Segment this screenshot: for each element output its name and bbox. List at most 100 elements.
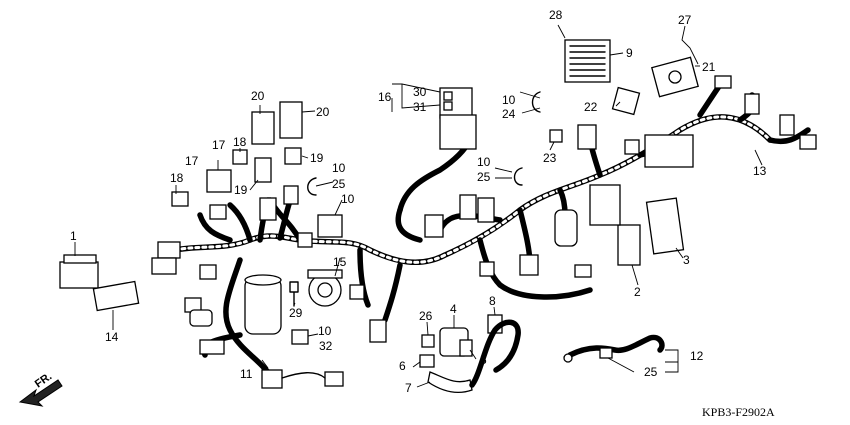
callout-19-a: 19 <box>234 183 248 197</box>
part-1-relay-top <box>63 254 97 264</box>
connector-center-2 <box>297 232 313 248</box>
callout-25-c: 25 <box>644 365 658 379</box>
part-15-horn-bracket <box>307 269 343 279</box>
callout-20-b: 20 <box>316 105 330 119</box>
part-15-horn-center <box>317 282 333 298</box>
callout-25-b: 25 <box>477 170 491 184</box>
connector-block <box>644 134 694 168</box>
callout-12: 12 <box>690 349 704 363</box>
part-11-connector-d <box>324 371 344 387</box>
part-12-terminal <box>563 353 573 363</box>
part-9-regulator <box>564 39 611 83</box>
part-16-fuse-box <box>439 114 477 150</box>
callout-15: 15 <box>333 255 347 269</box>
part-2-unit <box>617 224 641 266</box>
callout-10-a: 10 <box>332 161 346 175</box>
part-13-connector-d <box>799 134 817 150</box>
callout-21: 21 <box>702 60 716 74</box>
callout-27: 27 <box>678 13 692 27</box>
callout-numbers: 1 2 3 4 5 6 7 8 9 10 10 10 10 10 11 12 1… <box>70 8 767 395</box>
connector-mid-1 <box>424 214 444 238</box>
callout-10-e: 10 <box>477 155 491 169</box>
part-21-hole <box>668 70 682 84</box>
part-18-connector-a <box>171 191 189 207</box>
callout-29: 29 <box>289 306 303 320</box>
callout-10-b: 10 <box>341 192 355 206</box>
part-20-relay-a <box>251 111 275 145</box>
rectifier <box>589 184 621 226</box>
connector-lower-center <box>369 319 387 343</box>
callout-18-a: 18 <box>170 171 184 185</box>
callout-22: 22 <box>584 100 598 114</box>
connector-left-1 <box>157 241 181 259</box>
part-6-nut <box>419 354 435 368</box>
connector-horn <box>349 284 365 300</box>
part-19-relay-b <box>284 147 302 165</box>
part-1-relay <box>59 261 99 289</box>
callout-25-a: 25 <box>332 177 346 191</box>
connector-left-2 <box>151 257 177 275</box>
leader-lines <box>74 24 763 388</box>
connector-mid-3 <box>477 197 495 223</box>
part-11-connector-c <box>261 369 283 389</box>
callout-6: 6 <box>399 359 406 373</box>
callout-10-c: 10 <box>318 324 332 338</box>
part-31-fuse <box>443 101 453 111</box>
connector-left-6 <box>259 197 277 221</box>
callout-23: 23 <box>543 151 557 165</box>
callout-13: 13 <box>753 164 767 178</box>
canister-part <box>244 277 282 335</box>
part-9-fins <box>569 45 606 77</box>
connector-mid-5 <box>574 264 592 278</box>
callout-17-b: 17 <box>185 154 199 168</box>
clip-10-left <box>307 177 317 196</box>
callout-3: 3 <box>683 253 690 267</box>
connectors-and-parts <box>18 39 817 407</box>
connector-mid-6 <box>479 261 495 277</box>
connector-mid-2 <box>459 194 477 220</box>
part-17-relay <box>206 169 232 193</box>
part-20-relay-b <box>279 101 303 139</box>
connector-upper-1 <box>577 124 597 150</box>
part-32-connector <box>291 329 309 345</box>
part-11-connector-a <box>189 309 213 327</box>
canister-top <box>244 274 282 286</box>
part-7-plug-cap <box>427 371 473 394</box>
connector-left-3 <box>199 264 217 280</box>
part-22-cover <box>611 86 641 116</box>
part-11-connector-b <box>199 339 225 355</box>
part-13-connector-b <box>744 93 760 115</box>
connector-left-7 <box>283 185 299 205</box>
callout-26: 26 <box>419 309 433 323</box>
part-19-relay-a <box>254 157 272 183</box>
part-12-cable <box>567 334 665 358</box>
callout-28: 28 <box>549 8 563 22</box>
callout-32: 32 <box>319 339 333 353</box>
connector-center-1 <box>317 214 343 238</box>
part-23-bolt <box>549 129 563 143</box>
part-11-wire <box>281 372 326 379</box>
callout-19-b: 19 <box>310 151 324 165</box>
part-29-bolt <box>289 281 299 307</box>
callout-24: 24 <box>502 107 516 121</box>
callout-9: 9 <box>626 46 633 60</box>
callout-2: 2 <box>634 285 641 299</box>
callout-4: 4 <box>450 302 457 316</box>
connector-mid-4 <box>519 254 539 276</box>
part-13-connector-a <box>714 75 732 89</box>
part-18-connector-b <box>232 149 248 165</box>
clip-10-center <box>513 167 523 186</box>
callout-16: 16 <box>378 90 392 104</box>
ignition-lead <box>469 319 521 388</box>
callout-1: 1 <box>70 229 77 243</box>
callout-14: 14 <box>105 330 119 344</box>
part-14-module <box>92 280 140 312</box>
part-25-clip <box>599 347 613 359</box>
connector-upper-2 <box>624 139 640 155</box>
part-13-connector-c <box>779 114 795 136</box>
callout-11: 11 <box>240 367 253 381</box>
callout-17-a: 17 <box>212 138 226 152</box>
callout-20-a: 20 <box>251 89 265 103</box>
drawing-code: KPB3-F2902A <box>702 405 775 419</box>
